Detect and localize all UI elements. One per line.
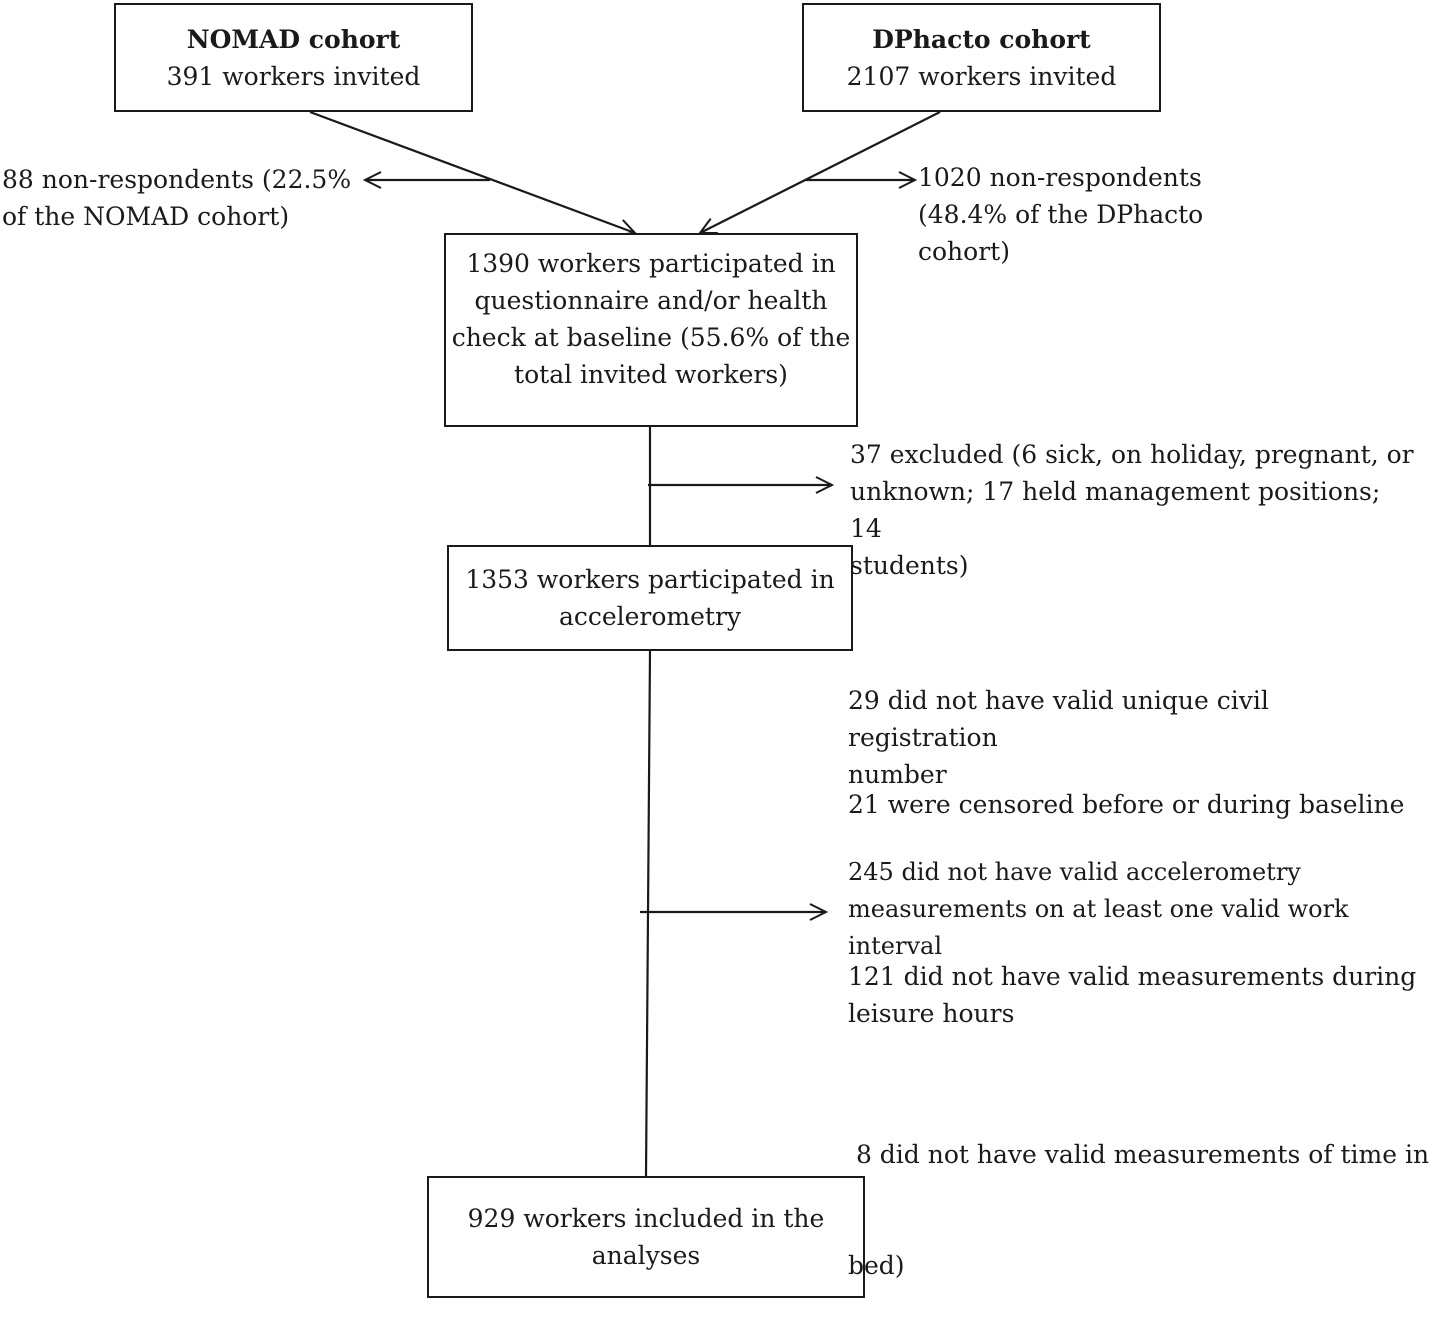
accel-line: 1353 workers participated in xyxy=(465,565,835,594)
nomad-cohort-box: NOMAD cohort 391 workers invited xyxy=(114,3,473,112)
flow-connectors xyxy=(309,110,941,1177)
nomad-cohort-title: NOMAD cohort xyxy=(186,24,401,54)
note-line: unknown; 17 held management positions; 1… xyxy=(850,477,1381,543)
note-line: 121 did not have valid measurements duri… xyxy=(848,962,1417,991)
dphacto-cohort-box: DPhacto cohort 2107 workers invited xyxy=(802,3,1161,112)
note-line: 29 did not have valid unique civil regis… xyxy=(848,686,1269,752)
note-line: (48.4% of the DPhacto xyxy=(918,200,1204,229)
nomad-cohort-invited: 391 workers invited xyxy=(166,61,421,91)
dphacto-to-baseline-arrow xyxy=(700,111,941,233)
dphacto-cohort-title: DPhacto cohort xyxy=(872,24,1091,54)
dphacto-cohort-invited: 2107 workers invited xyxy=(846,61,1117,91)
note-line: number xyxy=(848,760,947,789)
note-line: 8 did not have valid measurements of tim… xyxy=(848,1140,1429,1169)
note-line: students) xyxy=(850,551,969,580)
baseline-line: total invited workers) xyxy=(514,360,788,389)
accelerometry-reason: 245 did not have valid accelerometry mea… xyxy=(848,854,1418,965)
leisure-reason: 121 did not have valid measurements duri… xyxy=(848,958,1416,1032)
accelerometry-participants-box: 1353 workers participated in acceleromet… xyxy=(447,545,853,651)
note-line: 37 excluded (6 sick, on holiday, pregnan… xyxy=(850,440,1414,469)
final-analysis-box: 929 workers included in the analyses xyxy=(427,1176,865,1298)
final-line: analyses xyxy=(591,1241,701,1270)
note-line: measurements on at least one valid work … xyxy=(848,895,1349,960)
note-line: 88 non-respondents (22.5% xyxy=(2,165,352,194)
note-line: bed) xyxy=(848,1251,905,1280)
accel-to-final-line xyxy=(644,650,652,1177)
excluded-note: 37 excluded (6 sick, on holiday, pregnan… xyxy=(850,436,1418,584)
baseline-line: questionnaire and/or health xyxy=(474,286,828,315)
nomad-to-baseline-arrow xyxy=(309,110,635,233)
time-in-bed-reason: 8 did not have valid measurements of tim… xyxy=(848,1062,1429,1321)
note-line: cohort) xyxy=(918,237,1010,266)
note-line: 245 did not have valid accelerometry xyxy=(848,858,1301,886)
note-line: leisure hours xyxy=(848,999,1015,1028)
civil-registration-reason: 29 did not have valid unique civil regis… xyxy=(848,682,1418,793)
nomad-nonrespondents-note: 88 non-respondents (22.5% of the NOMAD c… xyxy=(2,161,351,235)
note-line: 21 were censored before or during baseli… xyxy=(848,790,1405,819)
baseline-line: 1390 workers participated in xyxy=(466,249,836,278)
baseline-line: check at baseline (55.6% of the xyxy=(451,323,851,352)
final-line: 929 workers included in the xyxy=(467,1204,825,1233)
dphacto-nonrespondents-note: 1020 non-respondents (48.4% of the DPhac… xyxy=(918,159,1203,270)
note-line: 1020 non-respondents xyxy=(918,163,1202,192)
accel-line: accelerometry xyxy=(558,602,742,631)
note-line: of the NOMAD cohort) xyxy=(2,202,290,231)
censored-reason: 21 were censored before or during baseli… xyxy=(848,786,1404,823)
baseline-participants-box: 1390 workers participated in questionnai… xyxy=(444,233,858,427)
